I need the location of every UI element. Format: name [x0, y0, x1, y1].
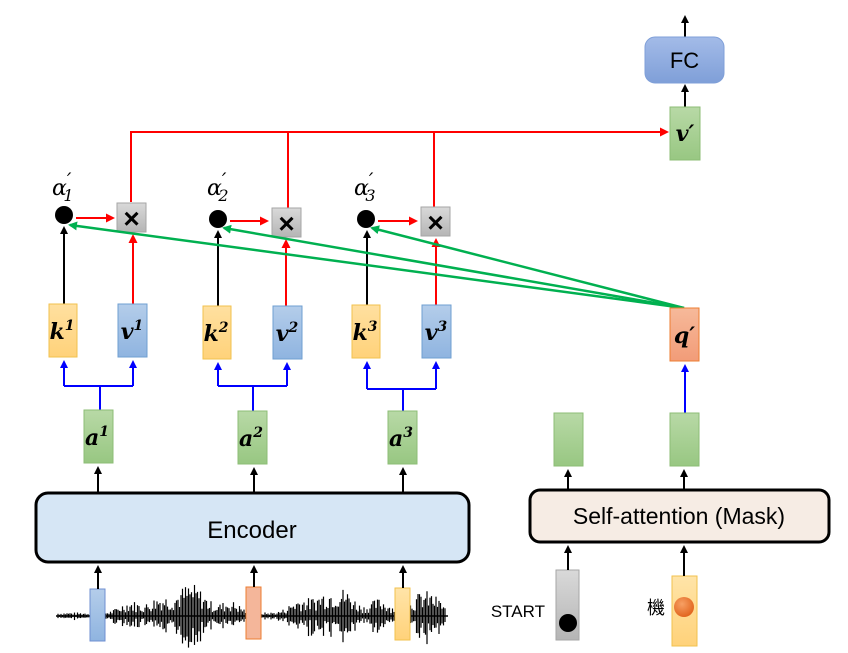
decoder-self-attention-block: Self-attention (Mask)	[528, 488, 831, 544]
q-prime-mark: ′	[689, 323, 695, 349]
attention-score-node-3	[357, 210, 375, 228]
key-vector-1	[48, 303, 78, 358]
fc-block: FC	[644, 36, 725, 84]
attention-score-node-1	[55, 206, 73, 224]
query-attention-lines	[68, 221, 685, 310]
decoder-input-token-2: 機	[647, 545, 698, 647]
svg-text:v′: v′	[676, 121, 695, 147]
decoder-input-start: START	[491, 545, 580, 641]
key-3-label: k3	[353, 319, 378, 346]
q-prime-base: q	[674, 323, 689, 349]
multiply-node-2	[271, 207, 302, 238]
encoder-output-1	[83, 409, 114, 464]
attention-column-2: α′2 × k2 v2 a2	[202, 168, 303, 493]
token-2-label: 機	[647, 598, 665, 618]
value-vector-2	[272, 305, 303, 360]
fc-label: FC	[670, 48, 699, 73]
start-token-label: START	[491, 602, 545, 621]
audio-waveform	[56, 565, 448, 648]
encoder-block: Encoder	[34, 491, 471, 564]
key-vector-2	[202, 305, 232, 360]
alpha-3-label: α′3	[354, 168, 376, 205]
projection-branch-2	[217, 365, 288, 411]
multiply-node-1	[116, 202, 147, 233]
attention-column-1: α′1 × k1 v1 a1	[48, 168, 148, 493]
audio-frame-2	[245, 586, 262, 640]
value-vector-3	[421, 304, 452, 359]
v-prime-mark: ′	[688, 121, 694, 147]
value-1-label: v1	[121, 318, 144, 345]
encoder-output-1-label: a1	[85, 424, 109, 451]
value-vector-1	[117, 303, 148, 358]
multiply-icon-2: ×	[278, 208, 294, 239]
encoder-label: Encoder	[207, 517, 296, 544]
decoder-label: Self-attention (Mask)	[573, 503, 785, 529]
projection-branch-3	[366, 364, 437, 411]
alpha-2-label: α′2	[207, 168, 229, 205]
decoder-output-1	[553, 412, 584, 467]
attention-column-3: α′3 × k3 v3 a3	[351, 168, 452, 493]
alpha-1-label: α′1	[52, 168, 74, 205]
encoder-output-2	[237, 410, 268, 465]
multiply-icon-3: ×	[427, 207, 443, 238]
encoder-output-3	[387, 410, 418, 465]
multiply-icon-1: ×	[123, 203, 139, 234]
decoder-output-2	[669, 412, 700, 467]
svg-text:q′: q′	[674, 323, 695, 349]
output-vector-v-prime: v′	[669, 106, 701, 161]
audio-frame-3	[394, 587, 411, 641]
value-3-label: v3	[425, 319, 448, 346]
v-prime-base: v	[676, 121, 689, 147]
key-1-label: k1	[50, 318, 75, 345]
start-token-dot	[559, 614, 577, 632]
value-2-label: v2	[276, 320, 299, 347]
encoder-output-3-label: a3	[389, 425, 413, 452]
key-vector-3	[351, 304, 381, 359]
encoder-output-2-label: a2	[239, 425, 263, 452]
attention-score-node-2	[209, 210, 227, 228]
projection-branch-1	[63, 363, 134, 410]
audio-frame-1	[89, 588, 106, 642]
query-vector-q-prime: q′	[669, 307, 700, 362]
multiply-node-3	[420, 206, 451, 237]
token-2-dot	[674, 597, 694, 617]
weighted-sum-bus	[130, 127, 669, 208]
key-2-label: k2	[204, 320, 229, 347]
